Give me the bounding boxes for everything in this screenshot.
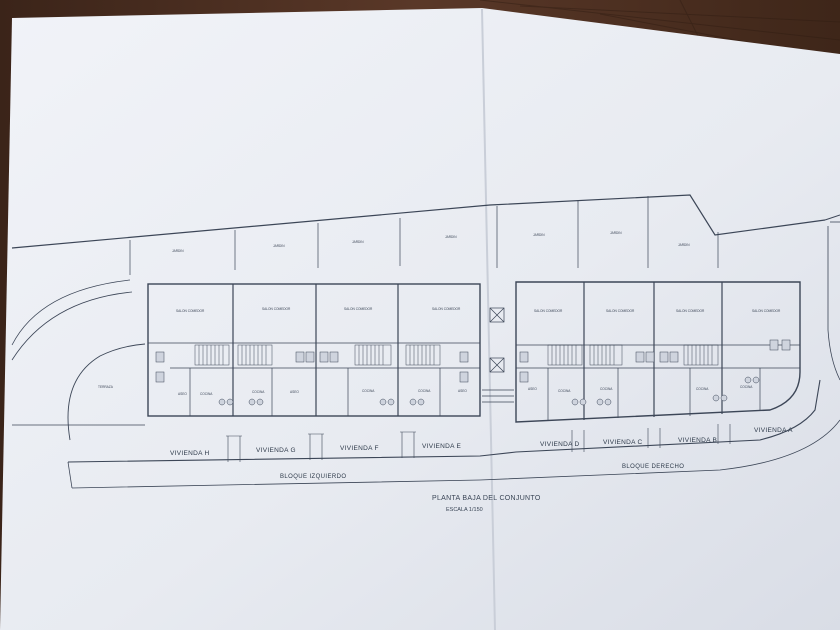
room-label: SALON COMEDOR bbox=[262, 307, 291, 311]
room-label: JARDIN bbox=[352, 240, 364, 244]
unit-label-h: VIVIENDA H bbox=[170, 450, 209, 457]
front-boundary bbox=[67, 379, 821, 463]
room-label: COCINA bbox=[740, 385, 753, 389]
room-label: SALON COMEDOR bbox=[432, 307, 461, 311]
room-label: SALON COMEDOR bbox=[752, 309, 781, 313]
room-label: SALON COMEDOR bbox=[676, 309, 705, 313]
unit-label-a: VIVIENDA A bbox=[754, 427, 793, 434]
room-label: COCINA bbox=[418, 389, 431, 393]
room-labels: JARDIN JARDIN JARDIN JARDIN JARDIN JARDI… bbox=[98, 231, 781, 396]
room-label: COCINA bbox=[200, 392, 213, 396]
room-label: JARDIN bbox=[610, 231, 622, 235]
plan-scale: ESCALA 1/150 bbox=[446, 507, 483, 513]
room-label: SALON COMEDOR bbox=[534, 309, 563, 313]
room-label: ASEO bbox=[528, 387, 537, 391]
room-label: COCINA bbox=[558, 389, 571, 393]
right-block-outline bbox=[515, 281, 801, 423]
unit-label-e: VIVIENDA E bbox=[422, 443, 461, 450]
unit-label-d: VIVIENDA D bbox=[540, 441, 579, 448]
curve-left-2 bbox=[67, 343, 146, 441]
unit-label-f: VIVIENDA F bbox=[340, 445, 379, 452]
room-label: JARDIN bbox=[533, 233, 545, 237]
room-label: JARDIN bbox=[678, 243, 690, 247]
central-access bbox=[482, 307, 514, 403]
unit-label-b: VIVIENDA B bbox=[678, 437, 717, 444]
paper-sheet bbox=[0, 8, 840, 630]
room-label: COCINA bbox=[696, 387, 709, 391]
room-label: TERRAZA bbox=[98, 385, 114, 389]
room-label: ASEO bbox=[178, 392, 187, 396]
block-label-left: BLOQUE IZQUIERDO bbox=[280, 474, 346, 480]
garden-dividers bbox=[129, 196, 719, 275]
room-label: ASEO bbox=[290, 390, 299, 394]
room-label: COCINA bbox=[600, 387, 613, 391]
room-label: SALON COMEDOR bbox=[344, 307, 373, 311]
porches bbox=[226, 424, 731, 462]
room-label: JARDIN bbox=[273, 244, 285, 248]
room-label: ASEO bbox=[458, 389, 467, 393]
paper-fold bbox=[481, 8, 496, 630]
fixtures bbox=[155, 339, 791, 406]
site-boundary bbox=[11, 194, 826, 249]
left-block-outline bbox=[147, 283, 481, 417]
room-label: SALON COMEDOR bbox=[606, 309, 635, 313]
room-label: COCINA bbox=[362, 389, 375, 393]
floor-plan: JARDIN JARDIN JARDIN JARDIN JARDIN JARDI… bbox=[11, 194, 840, 513]
room-label: JARDIN bbox=[445, 235, 457, 239]
room-label: COCINA bbox=[252, 390, 265, 394]
unit-labels: VIVIENDA H VIVIENDA G VIVIENDA F VIVIEND… bbox=[170, 427, 793, 457]
unit-label-c: VIVIENDA C bbox=[603, 439, 642, 446]
room-label: JARDIN bbox=[172, 249, 184, 253]
plan-title: PLANTA BAJA DEL CONJUNTO bbox=[432, 495, 541, 502]
stairs bbox=[194, 344, 719, 366]
unit-label-g: VIVIENDA G bbox=[256, 447, 296, 454]
block-label-right: BLOQUE DERECHO bbox=[622, 464, 684, 470]
room-label: SALON COMEDOR bbox=[176, 309, 205, 313]
curve-left-1 bbox=[11, 279, 131, 346]
